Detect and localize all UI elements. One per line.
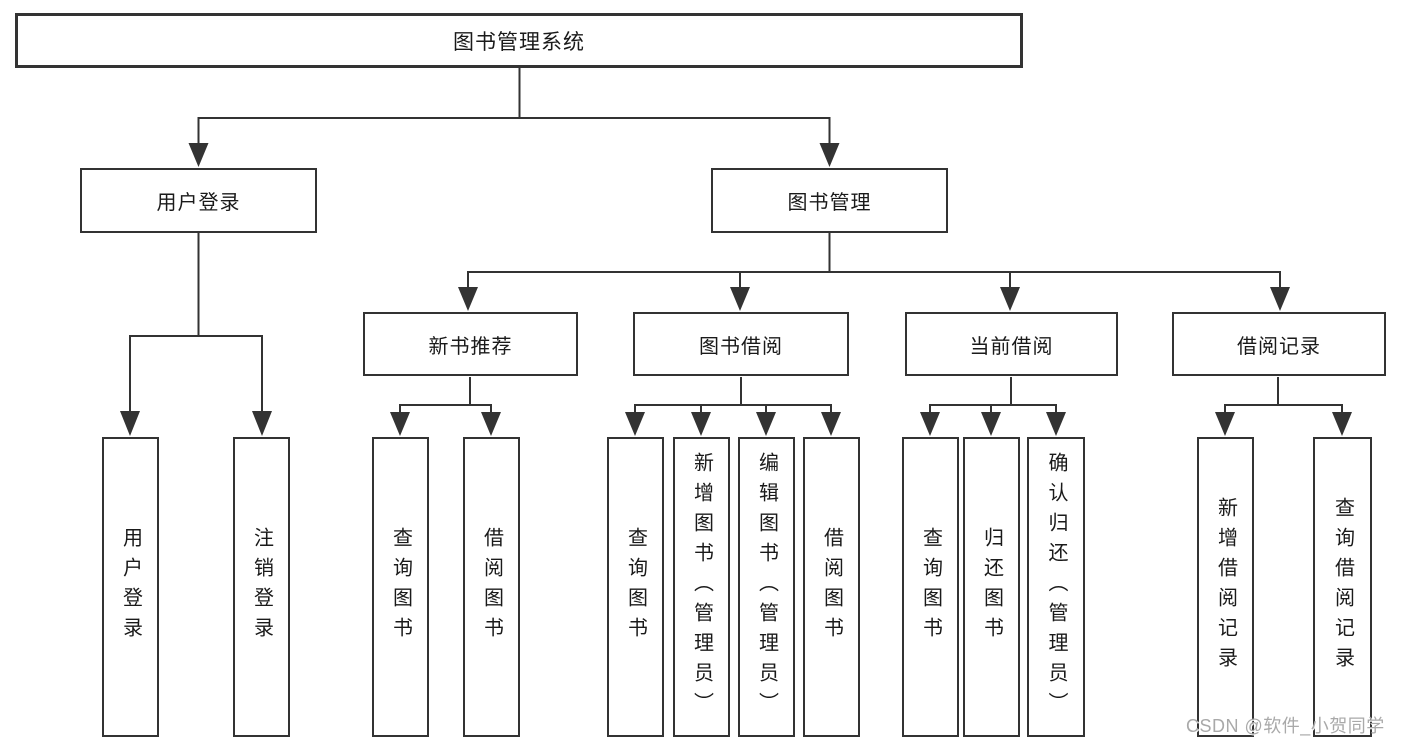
connectors-book-borrowing-group — [625, 377, 841, 436]
leaf-borrowing-borrow-books: 借阅图书 — [803, 437, 860, 737]
node-user-login: 用户登录 — [80, 168, 317, 233]
leaf-current-query-books: 查询图书 — [902, 437, 959, 737]
leaf-logout-login: 注销登录 — [233, 437, 290, 737]
leaf-records-query-borrow-record: 查询借阅记录 — [1313, 437, 1372, 737]
node-current-borrowing: 当前借阅 — [905, 312, 1118, 376]
connectors-new-book-recommendation-group — [390, 377, 501, 436]
leaf-recommend-borrow-books: 借阅图书 — [463, 437, 520, 737]
csdn-watermark: CSDN @软件_小贺同学 — [1186, 716, 1385, 736]
connectors-current-borrowing-group — [920, 377, 1066, 436]
leaf-borrowing-add-books-admin: 新增图书（管理员） — [673, 437, 730, 737]
node-book-borrowing: 图书借阅 — [633, 312, 849, 376]
connectors-borrowing-records-group — [1215, 377, 1352, 436]
leaf-records-add-borrow-record: 新增借阅记录 — [1197, 437, 1254, 737]
connectors-root-to-level1 — [188, 68, 840, 167]
leaf-current-confirm-return-admin: 确认归还（管理员） — [1027, 437, 1085, 737]
node-new-book-recommendation: 新书推荐 — [363, 312, 578, 376]
leaf-user-login: 用户登录 — [102, 437, 159, 737]
connectors-user-login-group — [120, 233, 272, 436]
node-root: 图书管理系统 — [15, 13, 1023, 68]
leaf-borrowing-edit-books-admin: 编辑图书（管理员） — [738, 437, 795, 737]
node-borrowing-records: 借阅记录 — [1172, 312, 1386, 376]
connectors-book-management-to-level2 — [458, 233, 1290, 311]
leaf-current-return-books: 归还图书 — [963, 437, 1020, 737]
node-book-management: 图书管理 — [711, 168, 948, 233]
leaf-recommend-query-books: 查询图书 — [372, 437, 429, 737]
leaf-borrowing-query-books: 查询图书 — [607, 437, 664, 737]
